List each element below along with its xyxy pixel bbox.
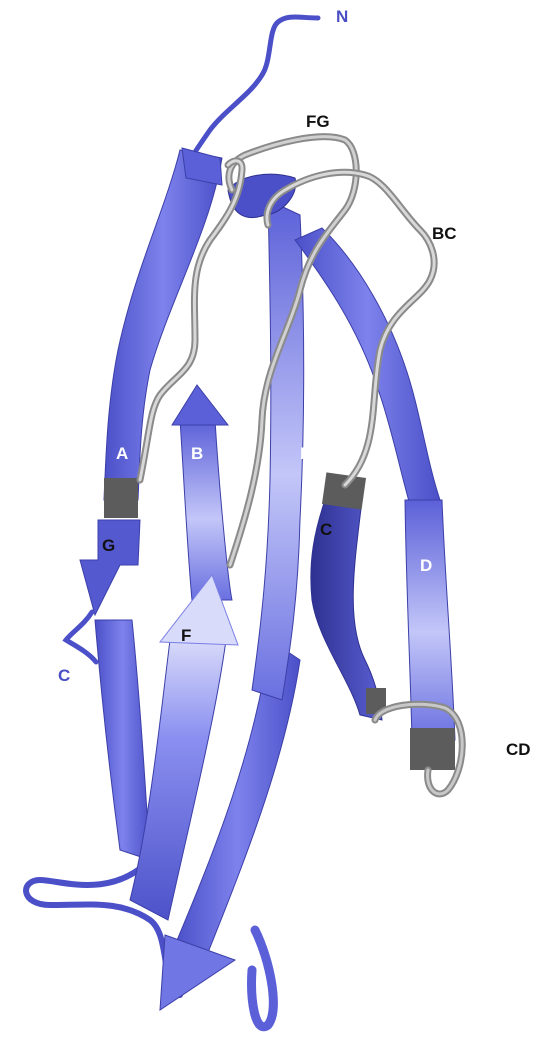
strand-d-label: D [420, 557, 432, 574]
strand-a-label: A [116, 445, 128, 462]
bottom-arrowhead [160, 935, 235, 1010]
n-terminus-label: N [336, 8, 348, 25]
strand-b-arrowhead [172, 385, 228, 425]
loop-bc-label: BC [432, 225, 457, 242]
strand-g-end-cap [104, 478, 138, 518]
strand-b [172, 385, 232, 600]
strand-g-label: G [102, 537, 115, 554]
bottom-right-loop [252, 930, 274, 1027]
c-terminus-label: C [58, 667, 70, 684]
strand-f-label: F [181, 627, 191, 644]
loop-fg-label: FG [306, 113, 330, 130]
strand-e-label: E [300, 445, 311, 462]
strand-d-end-cap [410, 728, 455, 770]
strand-lower-left [95, 620, 150, 860]
strand-g-arrow [80, 520, 140, 615]
strand-b-label: B [191, 445, 203, 462]
strand-c [311, 472, 386, 720]
loop-cd-label: CD [506, 741, 531, 758]
strand-d-upper [295, 228, 440, 505]
c-terminal-tail [66, 612, 96, 662]
strand-c-label: C [320, 521, 332, 538]
strand-c-end-cap [322, 472, 366, 509]
strand-b-body [180, 420, 232, 600]
